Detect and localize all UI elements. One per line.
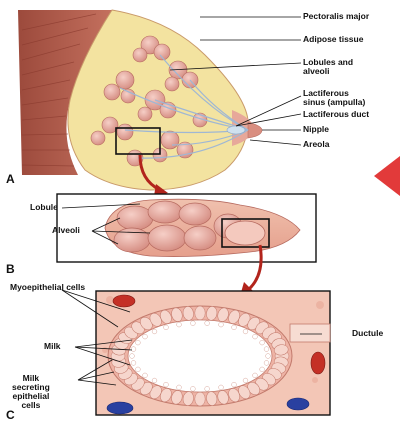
milk-droplet	[131, 361, 136, 366]
milk-droplet	[264, 347, 269, 352]
panel-b-letter: B	[6, 262, 15, 276]
milk-droplet	[219, 322, 224, 327]
blood-vessel-red-2	[311, 352, 325, 374]
nipple-shape	[248, 122, 262, 138]
panel-c-letter: C	[6, 408, 15, 422]
milk-droplet	[177, 385, 182, 390]
milk-droplet	[219, 385, 224, 390]
label-alveoli: Alveoli	[52, 226, 80, 235]
label-milk-secreting-cells: Milk secreting epithelial cells	[12, 374, 50, 410]
milk-droplet	[243, 329, 248, 334]
milk-droplet	[260, 340, 265, 345]
milk-droplet	[264, 361, 269, 366]
label-lobule: Lobule	[30, 203, 58, 212]
milk-droplet	[191, 321, 196, 326]
milk-droplet	[152, 378, 157, 383]
label-nipple: Nipple	[303, 125, 329, 134]
milk-droplet	[191, 386, 196, 391]
milk-droplet	[205, 386, 210, 391]
label-lactiferous-duct: Lactiferous duct	[303, 110, 369, 119]
milk-droplet	[232, 325, 237, 330]
label-adipose-tissue: Adipose tissue	[303, 35, 363, 44]
milk-droplet	[152, 329, 157, 334]
milk-droplet	[143, 334, 148, 339]
milk-droplet	[253, 373, 258, 378]
alveolus-highlight	[225, 221, 265, 245]
epithelial-cell	[195, 392, 205, 406]
milk-droplet	[164, 325, 169, 330]
milk-droplet	[131, 347, 136, 352]
label-pectoralis-major: Pectoralis major	[303, 12, 369, 21]
milk-droplet	[243, 378, 248, 383]
milk-droplet	[136, 367, 141, 372]
milk-droplet	[136, 340, 141, 345]
milk-cavity	[128, 320, 272, 392]
milk-droplet	[260, 367, 265, 372]
lactiferous-sinus	[227, 126, 245, 134]
milk-droplet	[253, 334, 258, 339]
milk-droplet	[164, 382, 169, 387]
panel-b-lobule	[57, 194, 316, 262]
ductule-channel	[290, 324, 330, 342]
label-lobules-alveoli: Lobules and alveoli	[303, 58, 353, 76]
blood-vessel-red-1	[113, 295, 135, 307]
panel-a-breast	[18, 10, 301, 190]
panel-a-letter: A	[6, 172, 15, 186]
epithelial-cell	[195, 306, 205, 320]
blood-vessel-blue-2	[287, 398, 309, 410]
milk-droplet	[177, 322, 182, 327]
milk-droplet	[205, 321, 210, 326]
milk-droplet	[232, 382, 237, 387]
label-lactiferous-sinus: Lactiferous sinus (ampulla)	[303, 89, 365, 107]
milk-droplet	[143, 373, 148, 378]
blood-vessel-blue-1	[107, 402, 133, 414]
milk-droplet	[130, 354, 135, 359]
label-milk: Milk	[44, 342, 61, 351]
panel-c-alveolus	[62, 290, 330, 415]
label-ductule: Ductule	[352, 329, 383, 338]
label-areola: Areola	[303, 140, 329, 149]
milk-droplet	[266, 354, 271, 359]
accent-triangle	[374, 156, 400, 196]
label-myoepithelial-cells: Myoepithelial cells	[10, 283, 85, 292]
